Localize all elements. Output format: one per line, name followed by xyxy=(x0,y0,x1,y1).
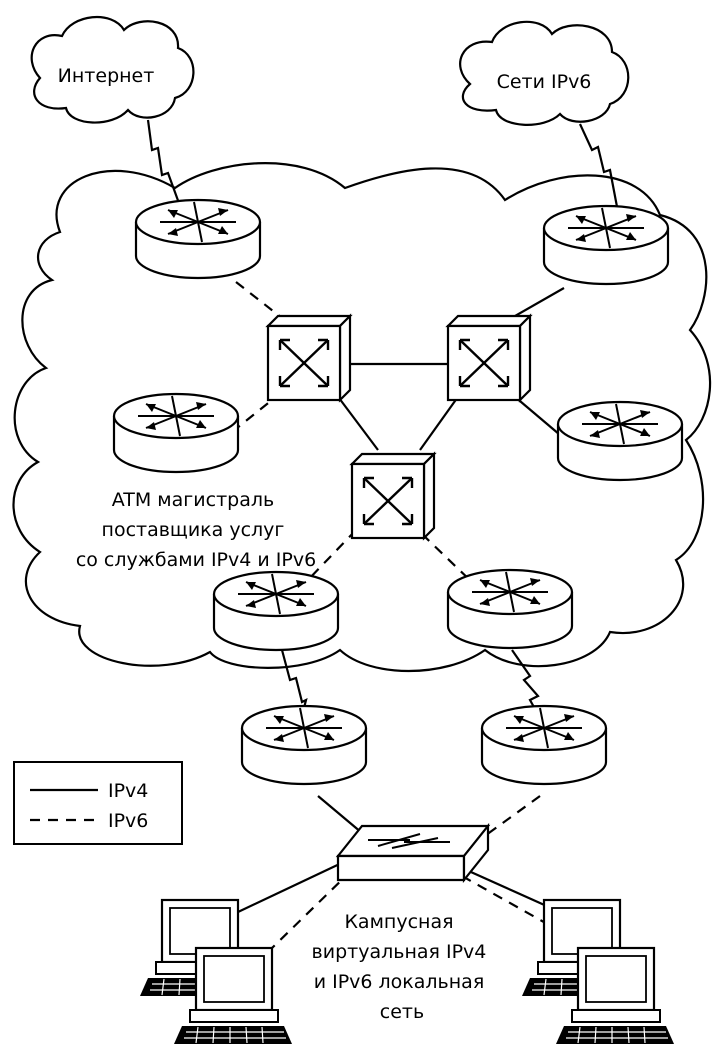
router-icon xyxy=(542,204,670,286)
backbone-label: ATM магистраль поставщика услуг со служб… xyxy=(76,489,316,571)
link-internet-router xyxy=(146,119,182,207)
link-right-router-hub xyxy=(481,795,541,839)
link-s1-r3 xyxy=(221,391,283,441)
ipv6-networks-label: Сети IPv6 xyxy=(497,71,592,93)
router-icon xyxy=(240,704,368,786)
link-s2-s3 xyxy=(419,393,461,451)
atm-switch-icon xyxy=(446,314,532,402)
atm-switch-icon xyxy=(266,314,352,402)
ipv6-cloud xyxy=(459,20,630,126)
link-s3-r5 xyxy=(305,529,357,583)
link-r2-s2 xyxy=(507,287,565,321)
link-hub-pc1 xyxy=(237,859,349,913)
link-s1-s3 xyxy=(335,393,379,451)
link-r6-campus-right xyxy=(511,649,541,719)
router-icon xyxy=(134,198,262,280)
link-r5-campus-left xyxy=(280,649,308,725)
router-icon xyxy=(556,400,684,482)
link-ipv6-router xyxy=(579,123,620,213)
router-icon xyxy=(112,392,240,474)
internet-cloud xyxy=(30,16,195,124)
router-icon xyxy=(480,704,608,786)
atm-switch-icon xyxy=(350,452,436,540)
backbone-cloud xyxy=(12,162,712,672)
internet-label: Интернет xyxy=(58,65,155,87)
legend: IPv4 IPv6 xyxy=(13,761,183,845)
link-hub-pc4 xyxy=(461,875,591,949)
legend-ipv4-label: IPv4 xyxy=(108,780,148,802)
router-icon xyxy=(446,568,574,650)
link-r1-s1 xyxy=(235,281,283,319)
link-hub-pc2 xyxy=(271,869,353,949)
campus-label: Кампусная виртуальная IPv4 и IPv6 локаль… xyxy=(312,911,493,1023)
legend-ipv6-label: IPv6 xyxy=(108,810,148,832)
lan-switch-icon xyxy=(335,822,491,884)
router-icon xyxy=(212,570,340,652)
